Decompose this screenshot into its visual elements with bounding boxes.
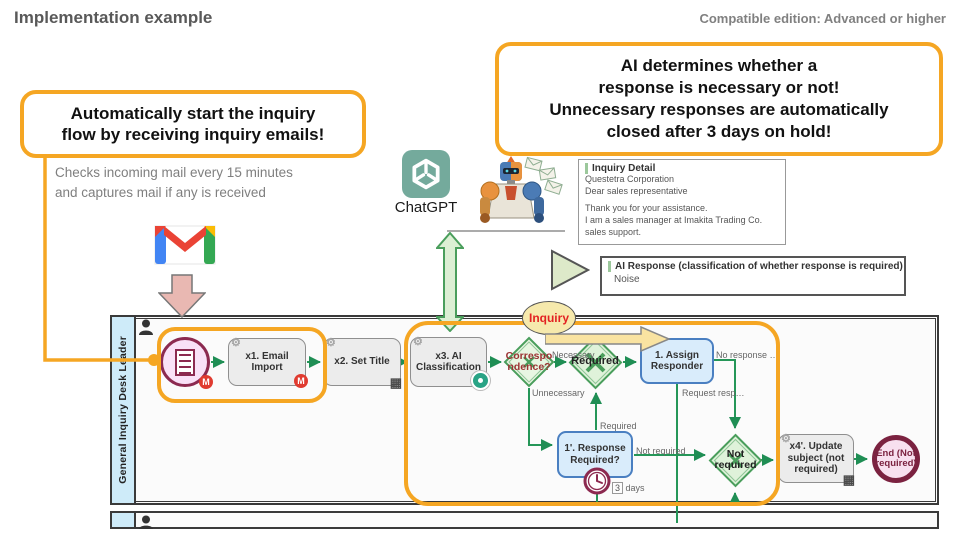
inquiry-detail-line: Dear sales representative (585, 185, 688, 196)
callout-auto-start-line2: flow by receiving inquiry emails! (61, 125, 325, 144)
task-assign-responder: 1. Assign Responder (640, 338, 714, 384)
down-arrow-icon (158, 274, 206, 318)
task-label: Required? (570, 454, 620, 466)
person-icon (139, 515, 153, 529)
callout-ai-line3: Unnecessary responses are automatically (549, 100, 889, 119)
callout-ai-line4: closed after 3 days on hold! (606, 122, 832, 142)
timer-value: 3 (612, 482, 624, 494)
edition-note: Compatible edition: Advanced or higher (699, 11, 946, 26)
task-label: x1. Email (245, 350, 289, 362)
chatgpt-logo-icon (402, 150, 450, 198)
ai-response-panel: AI Response (classification of whether r… (600, 256, 906, 296)
inquiry-detail-title: Inquiry Detail (585, 163, 779, 174)
gear-icon: ⚙ (326, 337, 336, 349)
task-update-subject: ⚙ x4'. Update subject (not required) ▦ (778, 433, 855, 487)
lane-label: General Inquiry Desk Leader (117, 336, 129, 484)
task-label: 1. Assign (654, 349, 700, 361)
task-label: subject (not (787, 452, 845, 464)
edge-label-required: Required (600, 421, 637, 431)
task-label: x4'. Update (789, 441, 843, 453)
callout-ai-determines: AI determines whether a response is nece… (495, 42, 943, 156)
gmail-icon (154, 225, 216, 265)
gateway-required (568, 335, 623, 390)
task-label: Classification (415, 362, 482, 373)
end-event-label: required) (875, 458, 917, 469)
task-email-import: ⚙ x1. Email Import M (228, 337, 308, 388)
gear-icon: ⚙ (231, 337, 241, 349)
lane-2 (110, 511, 939, 529)
gmail-note-line1: Checks incoming mail every 15 minutes (55, 165, 293, 180)
task-label: x3. AI (435, 350, 462, 362)
edge-label-not-required: Not required (636, 446, 686, 456)
person-icon (139, 319, 153, 335)
edge-label-timer: 3 days (612, 482, 645, 494)
task-ai-classification: ⚙ x3. AI Classification (410, 336, 490, 390)
task-label: Responder (650, 361, 704, 372)
gateway-not-required-label: Not required (707, 448, 764, 472)
ai-response-title: AI Response (classification of whether r… (608, 261, 903, 272)
callout-ai-line2: response is necessary or not! (598, 77, 840, 97)
end-event-label: End (Not (876, 448, 916, 460)
gmail-note: Checks incoming mail every 15 minutes an… (55, 163, 293, 204)
edge-label-necessary: Necessary (552, 350, 595, 360)
callout-auto-start: Automatically start the inquiry flow by … (20, 90, 366, 158)
task-set-title: ⚙ x2. Set Title ▦ (323, 337, 402, 390)
timer-unit: days (625, 483, 645, 493)
ai-addon-badge (471, 371, 490, 390)
start-event-email: M (160, 337, 213, 389)
gateway-correspondence (503, 336, 555, 388)
callout-auto-start-line1: Automatically start the inquiry (70, 103, 316, 123)
m-addon-badge: M (199, 375, 213, 389)
lane-general-inquiry-desk-leader: General Inquiry Desk Leader (112, 317, 136, 503)
gw-label-line: ndence? (507, 361, 551, 374)
gateway-not-required (708, 433, 763, 488)
task-label: x2. Set Title (334, 356, 390, 368)
data-exchange-arrow-icon (436, 232, 464, 332)
inquiry-detail-line: I am a sales manager at Imakita Trading … (585, 215, 763, 226)
inquiry-detail-line: Questetra Corporation (585, 174, 675, 184)
keypad-icon: ▦ (842, 472, 855, 487)
task-label: Import (251, 362, 283, 373)
callout-ai-line1: AI determines whether a (620, 55, 818, 75)
gear-icon: ⚙ (413, 336, 423, 348)
edge-label-no-response: No response … (716, 350, 779, 360)
gw-label-line: Not (726, 448, 745, 460)
timer-boundary-event (583, 467, 611, 495)
task-label: required) (794, 464, 838, 476)
chatgpt-label: ChatGPT (394, 199, 458, 216)
inquiry-flow-arrow-icon (545, 325, 671, 353)
lane-2-strip (112, 513, 136, 527)
gmail-note-line2: and captures mail if any is received (55, 185, 266, 201)
play-triangle-icon (551, 249, 590, 291)
keypad-icon: ▦ (389, 375, 402, 390)
gear-icon: ⚙ (781, 433, 791, 445)
gw-label-line: Correspo (505, 350, 553, 362)
ai-response-value: Noise (614, 274, 640, 285)
end-event-not-required: End (Not required) (872, 435, 920, 483)
ai-robot-illustration (480, 156, 563, 223)
page-title: Implementation example (14, 8, 213, 27)
inquiry-detail-line: sales support. (585, 226, 642, 237)
task-label: 1'. Response (564, 443, 626, 454)
edge-label-unnecessary: Unnecessary (532, 388, 585, 398)
gateway-required-label: Required (571, 355, 619, 367)
gw-label-line: required (714, 459, 757, 472)
inquiry-detail-line: Thank you for your assistance. (585, 203, 708, 214)
message-document-icon (175, 348, 195, 376)
edge-label-request-resp: Request resp… (682, 388, 745, 398)
inquiry-detail-panel: Inquiry Detail Questetra Corporation Dea… (578, 159, 786, 245)
desk-line (447, 230, 565, 232)
gateway-correspondence-label: Correspo ndence? (501, 350, 557, 374)
m-addon-badge: M (294, 374, 308, 388)
